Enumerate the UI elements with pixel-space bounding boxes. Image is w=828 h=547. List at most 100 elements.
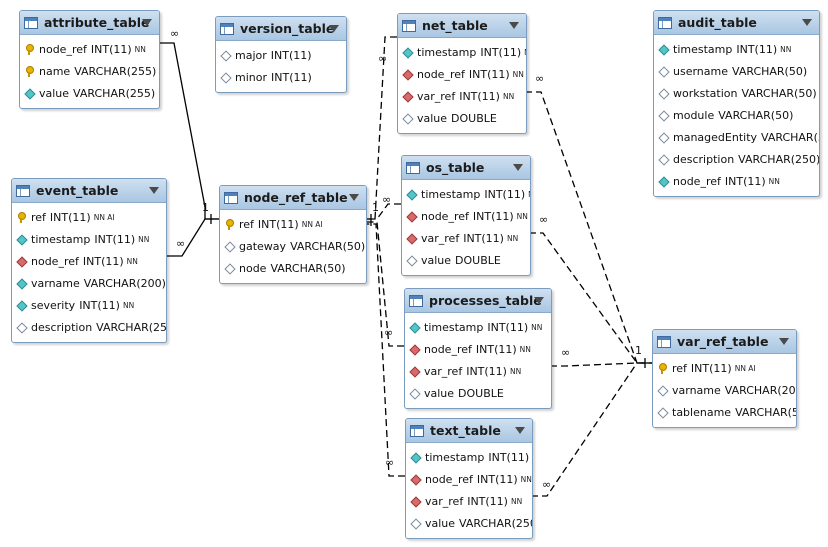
column-name: timestamp <box>425 450 485 464</box>
not-null-column-icon <box>410 452 421 463</box>
column-flags: NN <box>509 366 522 376</box>
table-header[interactable]: attribute_table <box>20 11 159 35</box>
column-type: INT(11) <box>271 70 312 84</box>
collapse-arrow-icon[interactable] <box>142 19 152 26</box>
column-name: node_ref <box>31 254 79 268</box>
column-name: timestamp <box>673 42 733 56</box>
column-flags: NN <box>158 89 159 98</box>
text-to-node-ref-line[interactable] <box>365 223 405 477</box>
table-header[interactable]: event_table <box>12 179 166 203</box>
os-table[interactable]: os_table timestampINT(11)NNnode_refINT(11… <box>401 155 531 276</box>
collapse-arrow-icon[interactable] <box>329 25 339 32</box>
table-header[interactable]: net_table <box>398 14 526 38</box>
column-type: VARCHAR(255) <box>73 86 156 100</box>
column-type: VARCHAR(50) <box>735 405 796 419</box>
column-flags: NN <box>134 44 146 54</box>
table-name: event_table <box>36 183 119 198</box>
collapse-arrow-icon[interactable] <box>802 19 812 26</box>
net-table[interactable]: net_table timestampINT(11)NNnode_refINT(1… <box>397 13 527 134</box>
collapse-arrow-icon[interactable] <box>149 187 159 194</box>
table-header[interactable]: text_table <box>406 419 532 443</box>
collapse-arrow-icon[interactable] <box>534 297 544 304</box>
attribute-to-node-ref-line[interactable] <box>158 42 219 220</box>
nullable-column-icon <box>224 263 235 274</box>
column-name: timestamp <box>417 45 477 59</box>
table-header[interactable]: processes_table <box>405 289 551 313</box>
not-null-column-icon <box>658 176 669 187</box>
column-type: VARCHAR(255) <box>74 64 157 78</box>
table-name: node_ref_table <box>244 190 348 205</box>
table-header[interactable]: version_table <box>216 17 346 41</box>
text-table[interactable]: text_tabletimestampINT(11)NNnode_refINT(… <box>405 418 533 539</box>
column-name: node_ref <box>673 174 721 188</box>
table-header[interactable]: var_ref_table <box>653 330 796 354</box>
column-name: node_ref <box>417 67 465 81</box>
column-name: severity <box>31 298 76 312</box>
collapse-arrow-icon[interactable] <box>779 338 789 345</box>
table-header[interactable]: os_table <box>402 156 530 180</box>
column-list: timestampINT(11)NNnode_refINT(11)NNvar_r… <box>406 443 532 538</box>
column-name: ref <box>239 217 254 231</box>
column-name: name <box>39 64 71 78</box>
event-to-node-ref-line[interactable] <box>165 218 219 257</box>
collapse-arrow-icon[interactable] <box>349 194 359 201</box>
table-name: attribute_table <box>44 15 150 30</box>
nullable-column-icon <box>220 50 231 61</box>
collapse-arrow-icon[interactable] <box>509 22 519 29</box>
collapse-arrow-icon[interactable] <box>515 427 525 434</box>
collapse-arrow-icon[interactable] <box>513 164 523 171</box>
table-header[interactable]: node_ref_table <box>220 186 366 210</box>
table-name: audit_table <box>678 15 757 30</box>
table-name: net_table <box>422 18 488 33</box>
nullable-column-icon <box>657 385 668 396</box>
table-header[interactable]: audit_table <box>654 11 819 35</box>
